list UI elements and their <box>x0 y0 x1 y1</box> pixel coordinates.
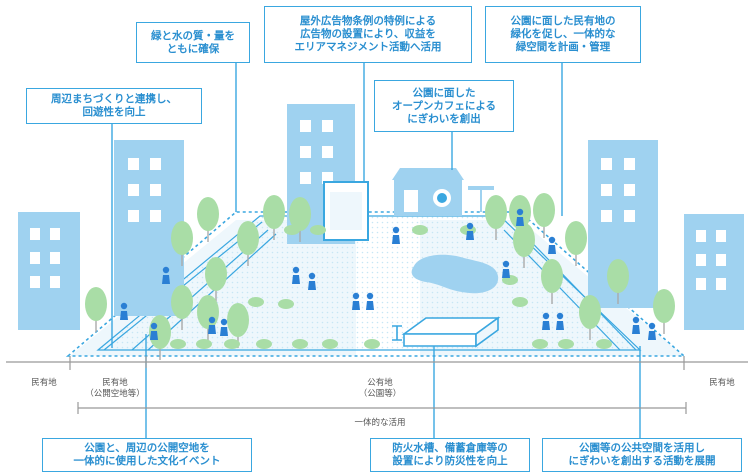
ground-lines <box>6 356 748 414</box>
person-icon <box>466 222 474 240</box>
bush <box>278 299 294 309</box>
bush <box>412 225 428 235</box>
tree <box>485 195 507 240</box>
tree <box>171 221 193 266</box>
tree <box>197 197 219 242</box>
label-private-open-space: 民有地 （公開空地等） <box>85 378 145 399</box>
tree <box>85 287 107 332</box>
pond <box>411 254 499 294</box>
bush <box>558 339 574 349</box>
billboard <box>323 181 369 241</box>
label-private-right: 民有地 <box>709 378 735 388</box>
person-icon <box>648 322 656 340</box>
bush <box>532 339 548 349</box>
callout-culture-event: 公園と、周辺の公開空地を 一体的に使用した文化イベント <box>42 438 252 472</box>
bush <box>512 297 528 307</box>
buildings <box>18 104 744 330</box>
callout-neighborhood: 周辺まちづくりと連携し、 回遊性を向上 <box>26 88 202 124</box>
tree <box>579 295 601 340</box>
person-icon <box>162 266 170 284</box>
person-icon <box>632 316 640 334</box>
person-icon <box>548 236 556 254</box>
bush <box>224 339 240 349</box>
person-icon <box>556 312 564 330</box>
building <box>18 212 80 330</box>
tree <box>205 257 227 302</box>
open-cafe <box>392 168 494 216</box>
tree <box>263 195 285 240</box>
person-icon <box>292 266 300 284</box>
bush <box>284 225 300 235</box>
person-icon <box>366 292 374 310</box>
person-icon <box>208 316 216 334</box>
label-private-left: 民有地 <box>31 378 57 388</box>
bush <box>170 339 186 349</box>
tree <box>541 259 563 304</box>
label-public-land: 公有地 （公園等） <box>358 378 402 399</box>
tree <box>237 221 259 266</box>
bush <box>196 339 212 349</box>
person-icon <box>150 322 158 340</box>
building <box>684 214 744 330</box>
bush <box>292 339 308 349</box>
tree <box>513 223 535 268</box>
callout-outdoor-ads: 屋外広告物条例の特例による 広告物の設置により、収益を エリアマネジメント活動へ… <box>264 6 472 63</box>
label-integrated-use: 一体的な活用 <box>354 418 406 428</box>
leader-lines <box>111 63 641 438</box>
person-icon <box>352 292 360 310</box>
tree <box>289 197 311 242</box>
bush <box>256 339 272 349</box>
tree <box>171 285 193 330</box>
tree <box>533 193 555 238</box>
person-icon <box>502 260 510 278</box>
bush <box>310 225 326 235</box>
person-icon <box>120 302 128 320</box>
bush <box>322 339 338 349</box>
tree <box>653 289 675 334</box>
person-icon <box>308 272 316 290</box>
person-icon <box>516 208 524 226</box>
callout-open-cafe: 公園に面した オープンカフェによる にぎわいを創出 <box>374 80 514 132</box>
person-icon <box>220 318 228 336</box>
people <box>120 208 656 340</box>
building <box>114 140 184 316</box>
person-icon <box>542 312 550 330</box>
bush <box>364 339 380 349</box>
tree <box>607 259 629 304</box>
callout-disaster: 防火水槽、備蓄倉庫等の 設置により防災性を向上 <box>370 438 530 472</box>
disaster-storage <box>392 316 501 348</box>
callout-public-space: 公園等の公共空間を活用し にぎわいを創出する活動を展開 <box>542 438 742 472</box>
bush <box>248 297 264 307</box>
tree <box>565 221 587 266</box>
bush <box>596 339 612 349</box>
callout-water-green: 緑と水の質・量を ともに確保 <box>136 22 250 63</box>
callout-private-green: 公園に面した民有地の 緑化を促し、一体的な 緑空間を計画・管理 <box>485 6 641 63</box>
person-icon <box>392 226 400 244</box>
trees <box>85 193 675 360</box>
